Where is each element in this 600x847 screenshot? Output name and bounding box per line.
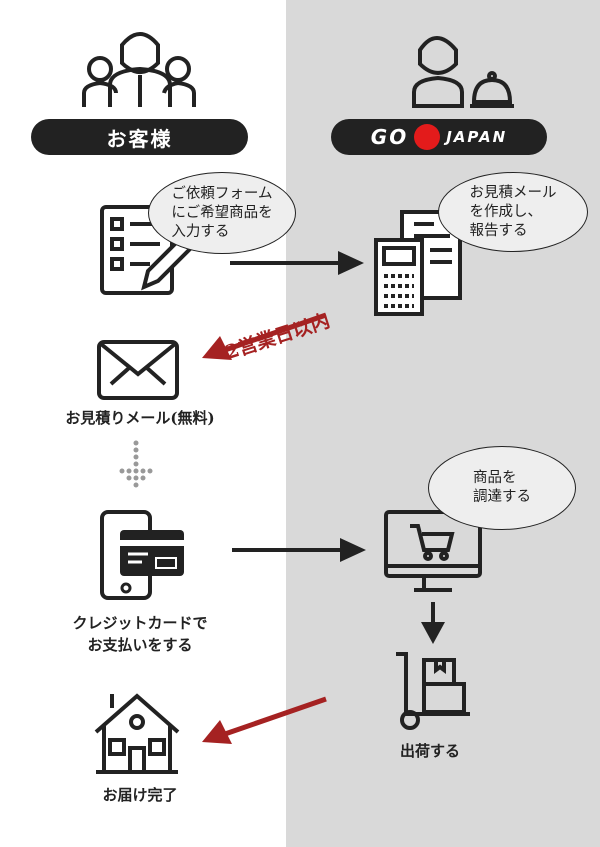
red-arrow-left-icon <box>202 696 327 744</box>
arrow-right-icon <box>232 538 366 562</box>
email-caption: お見積りメール(無料) <box>65 409 215 427</box>
dotted-arrow-down-icon <box>119 440 153 488</box>
bubble-line: 報告する <box>469 222 528 239</box>
logo-japan: JAPAN <box>446 128 508 146</box>
go-japan-logo: GO JAPAN <box>331 119 547 155</box>
bubble-line: 商品を <box>473 470 517 486</box>
hand-truck-boxes-icon <box>396 652 470 730</box>
bubble-line: お見積メール <box>469 184 557 201</box>
bubble-line: ご依頼フォーム <box>171 185 273 202</box>
caption-line: お支払いをする <box>87 636 193 654</box>
shipping-caption: 出荷する <box>399 742 460 760</box>
red-sun-icon <box>414 124 441 150</box>
envelope-icon <box>97 340 179 400</box>
house-icon <box>94 693 180 774</box>
estimate-speech-bubble: お見積メールを作成し、報告する <box>438 172 588 252</box>
bubble-line: にご希望商品を <box>171 204 273 221</box>
staff-with-bell-icon <box>412 36 514 108</box>
quote-calculator-icon <box>374 210 462 316</box>
caption-line: クレジットカードで <box>72 614 208 632</box>
phone-credit-card-icon <box>100 510 184 600</box>
bubble-line: 調達する <box>473 489 531 505</box>
bubble-line: を作成し、 <box>469 203 543 220</box>
bubble-line: 入力する <box>171 223 230 240</box>
arrow-down-icon <box>421 602 445 644</box>
card-payment-caption: クレジットカードでお支払いをする <box>40 612 240 656</box>
arrow-right-icon <box>230 251 364 275</box>
logo-go: GO <box>370 125 409 149</box>
red-arrow-left-icon <box>202 312 327 360</box>
form-speech-bubble: ご依頼フォームにご希望商品を入力する <box>148 172 296 254</box>
customer-label: お客様 <box>31 119 248 155</box>
customers-icon <box>82 32 196 107</box>
procure-speech-bubble: 商品を調達する <box>428 446 576 530</box>
online-shopping-monitor-icon <box>384 510 482 592</box>
delivery-complete-caption: お届け完了 <box>102 786 178 804</box>
